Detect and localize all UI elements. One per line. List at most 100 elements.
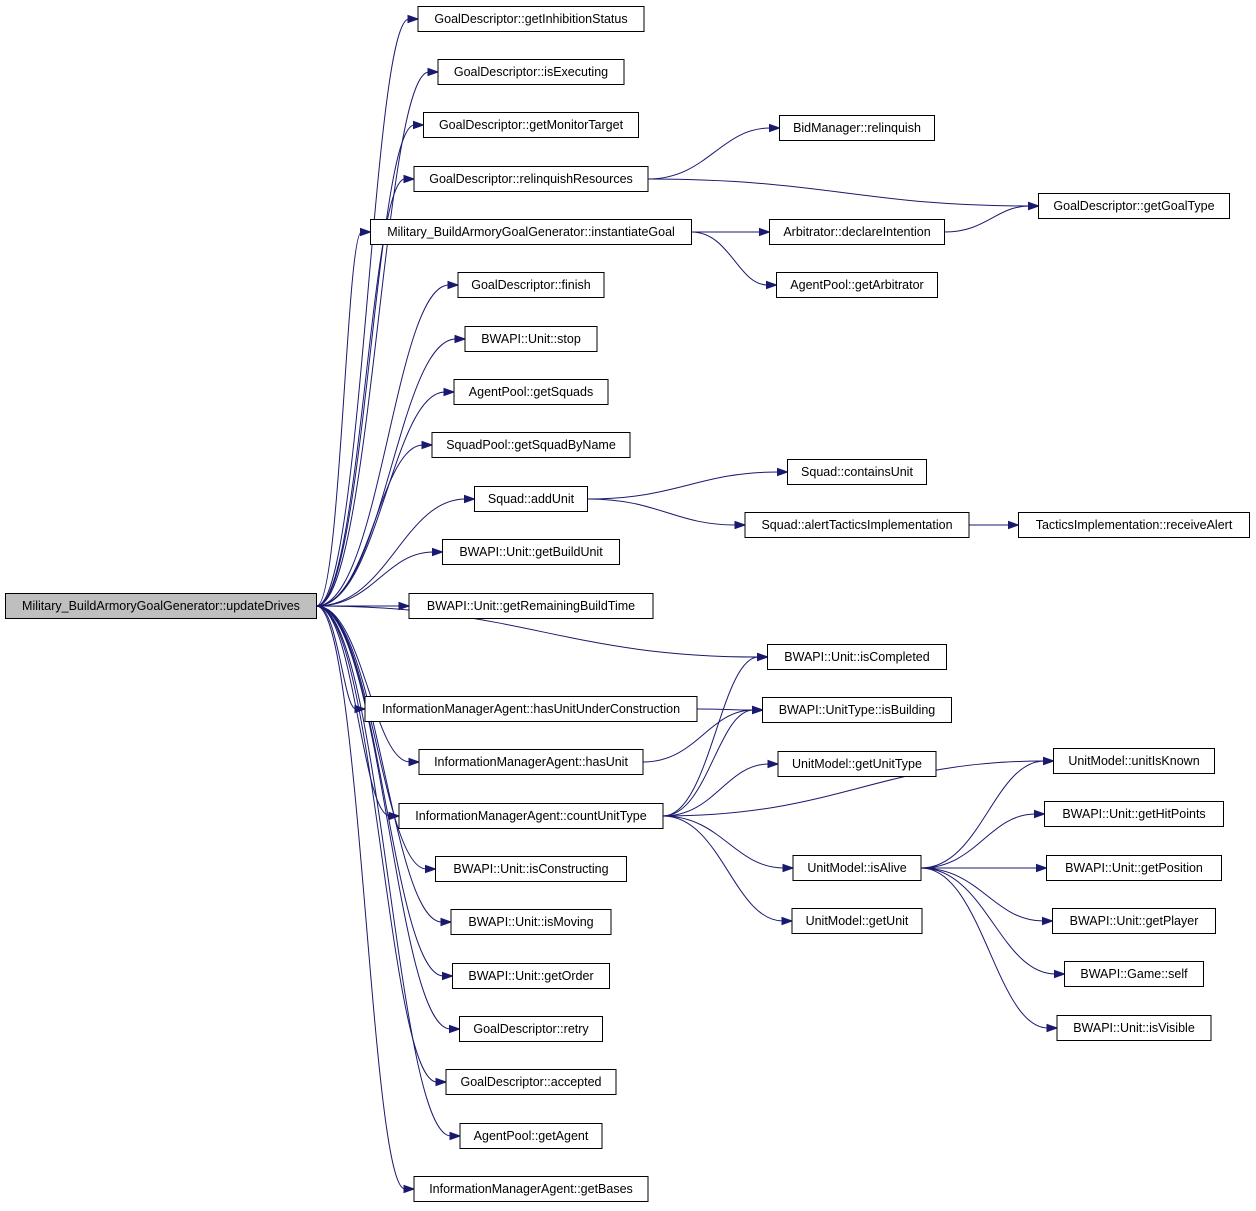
- node-getSquads[interactable]: AgentPool::getSquads: [453, 379, 609, 405]
- edge-line: [662, 815, 784, 922]
- node-label: AgentPool::getAgent: [474, 1129, 589, 1143]
- edge-line: [920, 867, 1044, 922]
- node-getBuildUnit[interactable]: BWAPI::Unit::getBuildUnit: [442, 539, 620, 565]
- node-box: [417, 6, 645, 32]
- arrowhead: [407, 14, 420, 24]
- arrowhead: [398, 601, 411, 611]
- arrowhead: [759, 227, 772, 237]
- arrowhead: [408, 757, 421, 767]
- node-box: [474, 486, 588, 512]
- edge-line: [316, 605, 444, 977]
- edge-isAlive-to-getHitPoints: [920, 809, 1047, 869]
- node-box: [452, 963, 610, 989]
- node-instantiateGoal[interactable]: Military_BuildArmoryGoalGenerator::insta…: [370, 219, 692, 245]
- node-label: BWAPI::Unit::getRemainingBuildTime: [427, 599, 635, 613]
- node-label: Military_BuildArmoryGoalGenerator::updat…: [22, 599, 300, 613]
- node-isBuilding[interactable]: BWAPI::UnitType::isBuilding: [762, 697, 952, 723]
- edge-line: [316, 71, 430, 607]
- arrowhead: [413, 120, 426, 130]
- node-alertTactics[interactable]: Squad::alertTacticsImplementation: [744, 512, 970, 538]
- node-getAgent[interactable]: AgentPool::getAgent: [459, 1123, 603, 1149]
- edge-line: [691, 231, 768, 286]
- node-getInhibitionStatus[interactable]: GoalDescriptor::getInhibitionStatus: [417, 6, 645, 32]
- node-finish[interactable]: GoalDescriptor::finish: [457, 272, 605, 298]
- node-label: Squad::addUnit: [488, 492, 575, 506]
- node-getPosition[interactable]: BWAPI::Unit::getPosition: [1046, 855, 1222, 881]
- node-relinquishResources[interactable]: GoalDescriptor::relinquishResources: [413, 166, 649, 192]
- node-box: [1018, 512, 1250, 538]
- node-getUnit[interactable]: UnitModel::getUnit: [791, 908, 923, 934]
- node-isVisible[interactable]: BWAPI::Unit::isVisible: [1056, 1015, 1212, 1041]
- node-label: Squad::containsUnit: [801, 465, 913, 479]
- edge-line: [316, 605, 406, 1190]
- arrowhead: [769, 123, 782, 133]
- node-isMoving[interactable]: BWAPI::Unit::isMoving: [450, 909, 612, 935]
- node-gameSelf[interactable]: BWAPI::Game::self: [1064, 961, 1204, 987]
- node-label: GoalDescriptor::isExecuting: [454, 65, 608, 79]
- node-label: BWAPI::Unit::getOrder: [468, 969, 593, 983]
- node-box: [370, 219, 692, 245]
- node-label: BWAPI::Unit::isMoving: [468, 915, 593, 929]
- edge-line: [316, 605, 357, 710]
- node-getBases[interactable]: InformationManagerAgent::getBases: [413, 1176, 649, 1202]
- node-box: [776, 272, 938, 298]
- node-label: UnitModel::getUnit: [806, 914, 909, 928]
- arrowhead: [449, 1131, 462, 1141]
- node-box: [464, 326, 598, 352]
- node-receiveAlert[interactable]: TacticsImplementation::receiveAlert: [1018, 512, 1250, 538]
- node-isConstructing[interactable]: BWAPI::Unit::isConstructing: [435, 856, 627, 882]
- edge-line: [316, 338, 457, 607]
- arrowhead: [1046, 1023, 1059, 1033]
- node-label: BWAPI::Unit::isConstructing: [453, 862, 608, 876]
- node-label: GoalDescriptor::retry: [473, 1022, 589, 1036]
- node-label: GoalDescriptor::finish: [471, 278, 591, 292]
- edge-line: [316, 605, 452, 1137]
- edge-line: [316, 284, 450, 607]
- node-isCompleted[interactable]: BWAPI::Unit::isCompleted: [767, 644, 947, 670]
- arrowhead: [421, 440, 434, 450]
- node-box: [787, 459, 927, 485]
- edge-line: [662, 656, 759, 817]
- node-box: [408, 593, 654, 619]
- node-label: InformationManagerAgent::hasUnitUnderCon…: [382, 702, 680, 716]
- arrowhead: [1008, 520, 1021, 530]
- node-label: AgentPool::getArbitrator: [790, 278, 923, 292]
- node-getUnitType[interactable]: UnitModel::getUnitType: [777, 751, 937, 777]
- node-accepted[interactable]: GoalDescriptor::accepted: [445, 1069, 617, 1095]
- node-retry[interactable]: GoalDescriptor::retry: [459, 1016, 603, 1042]
- node-countUnitType[interactable]: InformationManagerAgent::countUnitType: [398, 803, 664, 829]
- node-box: [450, 909, 612, 935]
- edge-countUnitType-to-isAlive: [662, 815, 795, 873]
- node-getGoalType[interactable]: GoalDescriptor::getGoalType: [1038, 193, 1230, 219]
- node-stop[interactable]: BWAPI::Unit::stop: [464, 326, 598, 352]
- edge-countUnitType-to-getUnit: [662, 815, 794, 926]
- node-getSquadByName[interactable]: SquadPool::getSquadByName: [431, 432, 631, 458]
- node-containsUnit[interactable]: Squad::containsUnit: [787, 459, 927, 485]
- node-unitIsKnown[interactable]: UnitModel::unitIsKnown: [1053, 748, 1215, 774]
- node-getMonitorTarget[interactable]: GoalDescriptor::getMonitorTarget: [423, 112, 639, 138]
- node-addUnit[interactable]: Squad::addUnit: [474, 486, 588, 512]
- node-getOrder[interactable]: BWAPI::Unit::getOrder: [452, 963, 610, 989]
- node-hasUnit[interactable]: InformationManagerAgent::hasUnit: [418, 749, 644, 775]
- node-isAlive[interactable]: UnitModel::isAlive: [792, 855, 922, 881]
- edge-isAlive-to-getPlayer: [920, 867, 1055, 926]
- node-getArbitrator[interactable]: AgentPool::getArbitrator: [776, 272, 938, 298]
- node-isExecuting[interactable]: GoalDescriptor::isExecuting: [437, 59, 625, 85]
- edge-updateDrives-to-addUnit: [316, 494, 477, 607]
- arrowhead: [767, 759, 780, 769]
- node-getHitPoints[interactable]: BWAPI::Unit::getHitPoints: [1044, 801, 1224, 827]
- node-updateDrives[interactable]: Military_BuildArmoryGoalGenerator::updat…: [5, 593, 317, 619]
- node-declareIntention[interactable]: Arbitrator::declareIntention: [769, 219, 945, 245]
- node-relinquish[interactable]: BidManager::relinquish: [779, 115, 935, 141]
- node-hasUnitUnderConstruction[interactable]: InformationManagerAgent::hasUnitUnderCon…: [364, 696, 698, 722]
- nodes-layer: Military_BuildArmoryGoalGenerator::updat…: [5, 6, 1250, 1202]
- edge-updateDrives-to-instantiateGoal: [316, 227, 373, 607]
- node-getRemainingBuildTime[interactable]: BWAPI::Unit::getRemainingBuildTime: [408, 593, 654, 619]
- edge-updateDrives-to-retry: [316, 605, 462, 1034]
- arrowhead: [454, 334, 467, 344]
- node-label: UnitModel::getUnitType: [792, 757, 922, 771]
- node-label: BWAPI::Game::self: [1080, 967, 1188, 981]
- node-getPlayer[interactable]: BWAPI::Unit::getPlayer: [1052, 908, 1216, 934]
- edge-line: [316, 18, 410, 607]
- edge-countUnitType-to-isBuilding: [662, 705, 765, 817]
